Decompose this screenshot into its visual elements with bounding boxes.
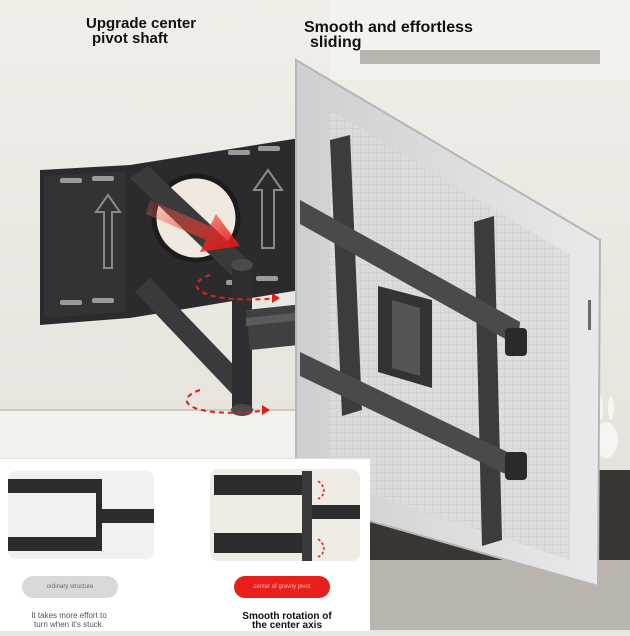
headline-line: pivot shaft	[92, 30, 168, 47]
red-direction-arrow-icon	[146, 200, 240, 252]
headline-smooth-sliding: Smooth and effortless sliding	[304, 19, 473, 51]
center-pivot-diagram	[210, 469, 360, 561]
headline-pivot-shaft: Upgrade center pivot shaft	[86, 16, 196, 46]
caption-line: the center axis	[251, 620, 323, 631]
headline-line: Upgrade center	[86, 15, 197, 32]
ordinary-structure-diagram	[8, 471, 154, 559]
headline-line: Smooth and effortless	[304, 19, 473, 36]
up-arrow-icon	[94, 193, 122, 269]
ordinary-structure-badge: ordinary structure	[22, 576, 118, 598]
center-pivot-badge: center of gravity pivot	[234, 576, 330, 598]
comparison-diagrams	[8, 469, 360, 561]
shelf	[330, 0, 630, 80]
ordinary-caption: It takes more effort to turn when it's s…	[10, 611, 128, 629]
tv-bracket	[300, 135, 527, 546]
caption-line: It takes more effort to	[31, 611, 107, 620]
center-pivot-caption: Smooth rotation of the center axis	[222, 611, 352, 631]
caption-line: turn when it's stuck.	[34, 620, 104, 629]
rotation-arrow-icon	[186, 274, 281, 414]
comparison-inset	[0, 458, 370, 631]
headline-line: sliding	[310, 34, 362, 51]
caption-line: Smooth rotation of	[242, 611, 332, 622]
up-arrow-icon	[252, 168, 284, 249]
